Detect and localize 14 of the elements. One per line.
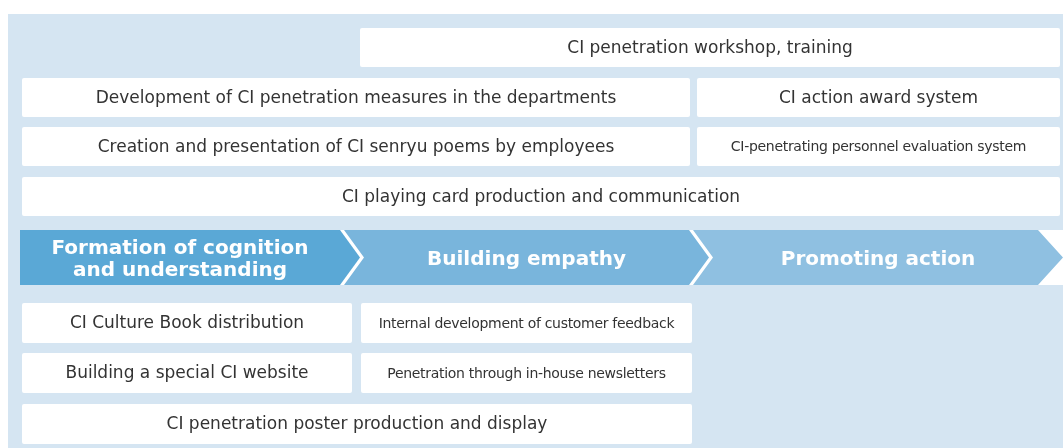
measure-box: Creation and presentation of CI senryu poems by employees bbox=[22, 127, 690, 166]
measure-box: CI-penetrating personnel evaluation system bbox=[697, 127, 1060, 166]
stage-banner: Building empathy bbox=[344, 230, 709, 285]
stage-banner: Formation of cognition and understanding bbox=[20, 230, 360, 285]
measure-box: Development of CI penetration measures in the departments bbox=[22, 78, 690, 117]
measure-box: Building a special CI website bbox=[22, 353, 352, 393]
measure-box: CI playing card production and communication bbox=[22, 177, 1060, 216]
measure-box: CI penetration poster production and display bbox=[22, 404, 692, 444]
measure-box: Internal development of customer feedback bbox=[361, 303, 692, 343]
stage-banner: Promoting action bbox=[693, 230, 1063, 285]
measure-box: Penetration through in-house newsletters bbox=[361, 353, 692, 393]
measure-box: CI penetration workshop, training bbox=[360, 28, 1060, 67]
measure-box: CI action award system bbox=[697, 78, 1060, 117]
measure-box: CI Culture Book distribution bbox=[22, 303, 352, 343]
